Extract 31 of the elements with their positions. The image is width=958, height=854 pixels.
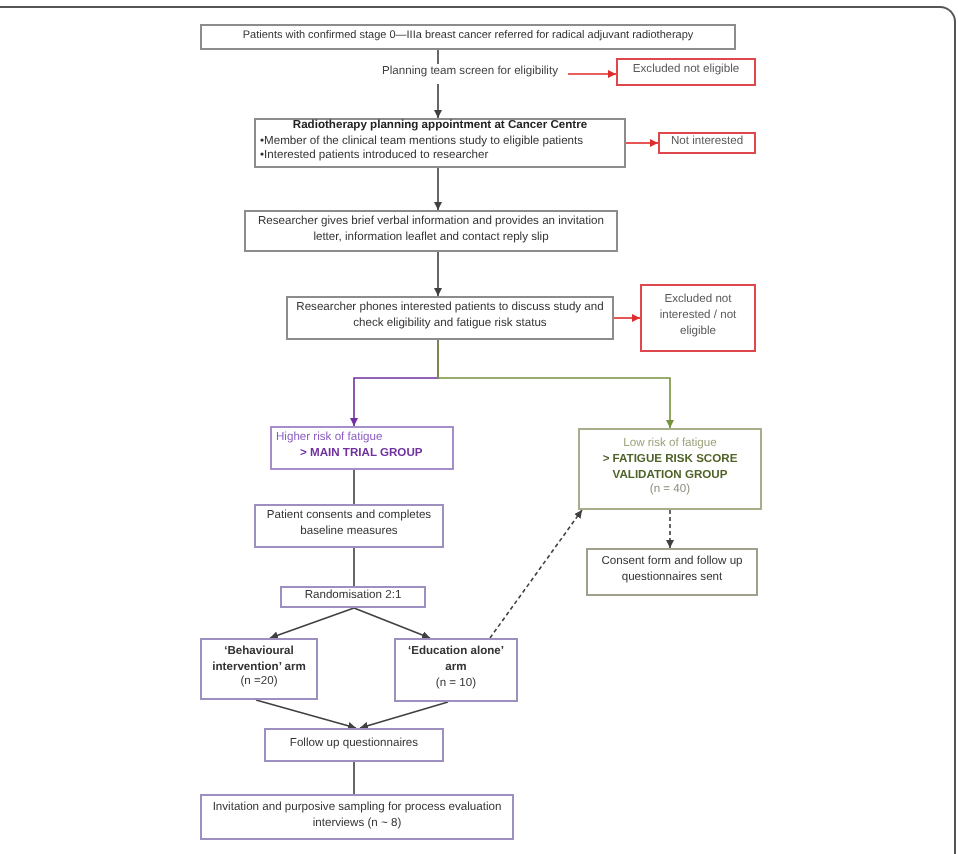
exclusion-box xyxy=(640,284,756,352)
process-box xyxy=(286,296,614,340)
process-box xyxy=(244,210,618,252)
process-box xyxy=(264,728,444,762)
arrow xyxy=(567,70,617,78)
arrow xyxy=(434,167,442,211)
arrow xyxy=(269,607,355,640)
arrow xyxy=(434,83,442,119)
process-box xyxy=(200,794,514,840)
process-box xyxy=(280,586,426,608)
process-box xyxy=(394,638,518,702)
process-box xyxy=(200,638,318,700)
process-box xyxy=(254,118,626,168)
connector-line xyxy=(353,761,355,795)
process-box xyxy=(586,548,758,596)
exclusion-box xyxy=(616,58,756,86)
connector-line xyxy=(353,547,355,587)
group-box xyxy=(270,426,454,470)
arrow xyxy=(434,251,442,297)
arrow xyxy=(489,509,583,639)
arrow xyxy=(437,339,674,429)
connector-line xyxy=(353,469,355,505)
connector-line xyxy=(437,49,439,65)
exclusion-box xyxy=(658,132,756,154)
process-box xyxy=(200,24,736,50)
group-box xyxy=(578,428,762,510)
arrow xyxy=(625,139,659,147)
arrow xyxy=(666,509,674,549)
arrow xyxy=(353,607,431,639)
arrow xyxy=(613,314,641,322)
process-box xyxy=(254,504,444,548)
